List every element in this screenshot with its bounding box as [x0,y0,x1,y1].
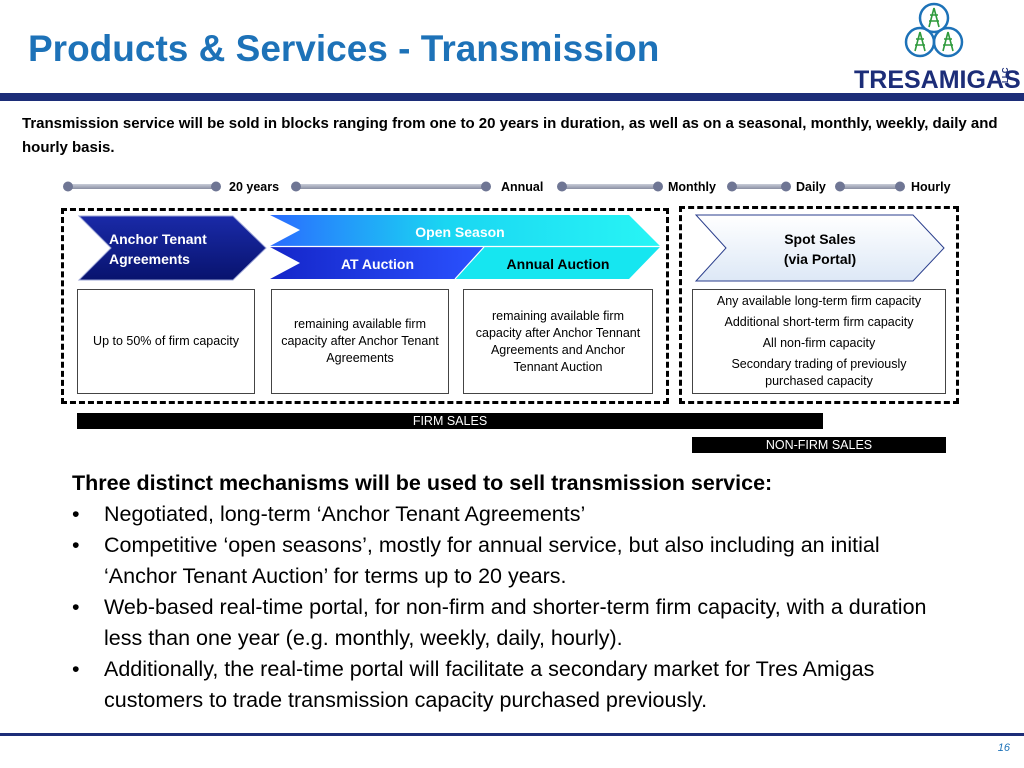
bullet-glyph: • [72,595,80,619]
anchor-description-box: Up to 50% of firm capacity [77,289,255,394]
timeline-segment [557,181,663,192]
timeline-label-20-years: 20 years [229,180,280,194]
bullet-glyph: • [72,657,80,681]
timeline-segment [727,181,791,192]
bullet-text: Web-based real-time portal, for non-firm… [104,595,927,650]
timeline-segment [63,181,221,192]
spot-item: Secondary trading of previously purchase… [731,357,907,388]
at-auction-description-box: remaining available firm capacity after … [271,289,449,394]
logo-suffix: LLC [1001,67,1010,83]
non-firm-region [679,206,959,404]
mechanisms-heading: Three distinct mechanisms will be used t… [72,471,773,495]
timeline-segment [291,181,491,192]
bullet-item: • Competitive ‘open seasons’, mostly for … [72,530,952,592]
timeline [63,181,905,192]
spot-sales-description-box: Any available long-term firm capacity Ad… [692,289,946,394]
spot-sales-label: Spot Sales (via Portal) [783,231,857,267]
firm-region [61,208,669,404]
bullet-text: Additionally, the real-time portal will … [104,657,875,712]
page-number: 16 [997,742,1010,754]
timeline-segment [835,181,905,192]
spot-sales-chevron [694,214,945,282]
bullet-item: • Negotiated, long-term ‘Anchor Tenant Ag… [72,499,952,530]
intro-text: Transmission service will be sold in blo… [22,115,998,156]
at-auction-description: remaining available firm capacity after … [281,317,439,365]
header-rule [0,93,1024,101]
logo-wordmark: TRESAMIGAS [854,66,1020,94]
annual-auction-description: remaining available firm capacity after … [475,308,641,374]
bullet-item: • Additionally, the real-time portal will… [72,654,952,716]
spot-item: All non-firm capacity [762,336,876,350]
page-title: Products & Services - Transmission [28,28,660,69]
anchor-chevron-label: Anchor Tenant Agreements [109,231,207,267]
annual-auction-chevron [455,247,660,279]
at-auction-chevron [270,247,484,279]
mechanisms-section: Three distinct mechanisms will be used t… [72,468,952,716]
bullet-item: • Web-based real-time portal, for non-fir… [72,592,952,654]
anchor-description: Up to 50% of firm capacity [93,334,239,348]
anchor-chevron [77,215,267,281]
spot-item: Any available long-term firm capacity [716,294,922,308]
timeline-label-monthly: Monthly [668,180,716,194]
bullet-text: Competitive ‘open seasons’, mostly for a… [104,533,880,588]
bullet-glyph: • [72,502,80,526]
annual-auction-description-box: remaining available firm capacity after … [463,289,653,394]
chevron-graphics [77,214,945,282]
timeline-label-daily: Daily [796,180,826,194]
firm-sales-bar: FIRM SALES [77,413,823,429]
open-season-label: Open Season [415,224,505,240]
spot-item: Additional short-term firm capacity [724,315,914,329]
tres-amigas-logo: TRESAMIGAS LLC [854,2,1020,94]
at-auction-label: AT Auction [340,256,415,272]
open-season-chevron [270,215,660,246]
footer-rule [0,733,1024,736]
bullet-glyph: • [72,533,80,557]
timeline-label-annual: Annual [501,180,544,194]
timeline-label-hourly: Hourly [911,180,951,194]
bullet-text: Negotiated, long-term ‘Anchor Tenant Agr… [104,502,586,526]
annual-auction-label: Annual Auction [506,256,610,272]
non-firm-sales-bar: NON-FIRM SALES [692,437,946,453]
